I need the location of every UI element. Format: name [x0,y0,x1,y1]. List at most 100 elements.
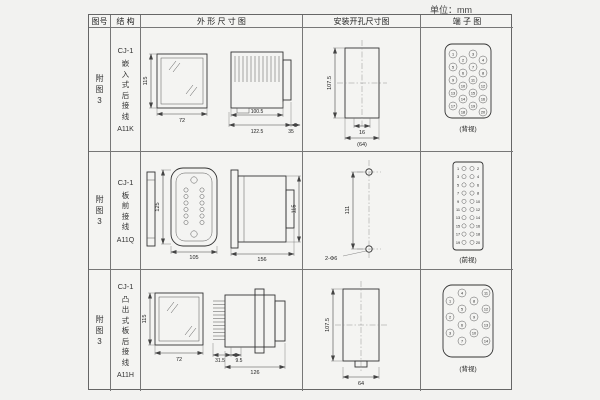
terminal-hole-icon [457,336,466,345]
terminal-number: 8 [476,192,478,196]
terminal-number: 14 [460,98,464,102]
terminal-hole-icon [461,207,466,212]
dim-width: 105 [170,246,218,261]
hole-callout: 2-Φ6 [325,250,367,262]
terminal-hole-icon [469,198,474,204]
terminal-number: 8 [472,299,474,303]
terminal-number: 1 [456,167,458,171]
terminal-hole-icon [469,223,474,229]
terminal-number: 3 [456,175,458,179]
dim-label: 156 [257,257,266,263]
dim-height: 107.5 [327,47,345,119]
terminal-number: 20 [475,241,479,245]
fig-no-cell-row1: 附 图 3 [89,28,111,152]
hole-label: 2-Φ6 [325,256,337,262]
type-label: 凸 出 式 板 后 接 线 [121,294,130,367]
terminal-hole-icon [457,288,466,297]
dim-height: 115 [142,292,155,345]
terminal-number: 11 [456,208,460,212]
terminal-number: 11 [471,79,475,83]
terminal-hole-icon [469,328,478,337]
dim-label: 122.5 [251,129,264,135]
terminal-hole-icon [468,49,477,59]
header-terminal: 端 子 图 [421,15,513,28]
header-outline: 外 形 尺 寸 图 [141,15,303,28]
dim-label: 35 [288,129,294,135]
install-cell-row2: 111 2-Φ6 [303,152,421,270]
structure-cell-row1: CJ-1 嵌 入 式 后 接 线 A11K [111,28,141,152]
terminal-number: 15 [455,224,459,228]
terminal-number: 12 [480,85,484,89]
terminal-number: 9 [451,79,453,83]
dim-label: 115 [142,314,148,323]
terminal-number: 10 [475,200,479,204]
terminal-hole-icon [468,62,477,72]
terminal-number: 7 [460,339,462,343]
dim-height: 125 [155,169,171,245]
dim-pin2: 9.5 [230,346,243,364]
dim-label: 64 [358,381,364,387]
side-view [230,169,295,249]
terminal-number: 18 [460,111,464,115]
terminal-hole-icon [458,107,467,117]
fig-no-label: 附 图 3 [95,194,104,227]
terminal-number: 13 [455,216,459,220]
fig-no-label: 附 图 3 [95,73,104,106]
terminal-number: 2 [448,315,450,319]
terminal-number: 6 [461,72,463,76]
side-view [230,51,292,114]
terminal-hole-icon [448,49,457,59]
dim-label: 126 [250,370,259,376]
dim-label: 31.5 [215,358,225,364]
dim-width: (64) [344,118,380,148]
terminal-number: 4 [481,59,483,63]
terminal-hole-icon [448,62,457,72]
dim-width: 64 [342,366,380,387]
unit-label: 单位：mm [430,5,472,15]
fig-no-cell-row3: 附 图 3 [89,270,111,391]
install-drawing-row3: 107.5 64 [325,280,387,387]
outline-drawing-row1: 115 72 100.5 122.5 [143,51,301,135]
terminal-hole-icon [469,207,474,212]
terminal-hole-icon [457,304,466,313]
terminal-hole-icon [478,94,487,104]
terminal-hole-icon [458,55,467,65]
terminal-number: 12 [483,307,487,311]
dim-label: 16 [359,130,365,136]
outline-cell-row1: 115 72 100.5 122.5 [141,28,303,152]
dim-slot: 16 [353,118,371,136]
view-label: (前视) [459,255,476,264]
dim-label: 105 [189,255,198,261]
model-label: CJ-1 [117,281,134,291]
terminal-hole-icon [481,336,490,345]
terminal-hole-icon [448,101,457,111]
terminal-number: 20 [480,111,484,115]
cutout-view [337,40,387,126]
terminal-hole-icon [481,320,490,329]
terminal-number: 5 [451,66,453,70]
dim-label: 107.5 [325,318,331,332]
terminal-hole-icon [445,296,454,305]
terminal-hole-icon [481,304,490,313]
terminal-hole-icon [481,288,490,297]
terminal-hole-icon [458,68,467,78]
terminal-number: 1 [451,53,453,57]
terminal-hole-icon [469,174,474,180]
terminal-hole-icon [448,88,457,98]
terminal-body [444,43,491,119]
dim-depth2: 122.5 [228,102,292,135]
terminal-hole-icon [445,328,454,337]
terminal-body [452,161,483,251]
terminal-number: 15 [470,92,474,96]
terminal-hole-icon [478,107,487,117]
terminal-number: 18 [475,233,479,237]
dim-depth3: 35 [288,123,301,135]
structure-cell-row2: CJ-1 板 前 接 线 A11Q [111,152,141,270]
terminal-hole-icon [468,88,477,98]
terminal-number: 6 [476,183,478,187]
fig-no-cell-row2: 附 图 3 [89,152,111,270]
terminal-hole-icon [461,231,466,237]
terminal-number: 3 [448,331,450,335]
